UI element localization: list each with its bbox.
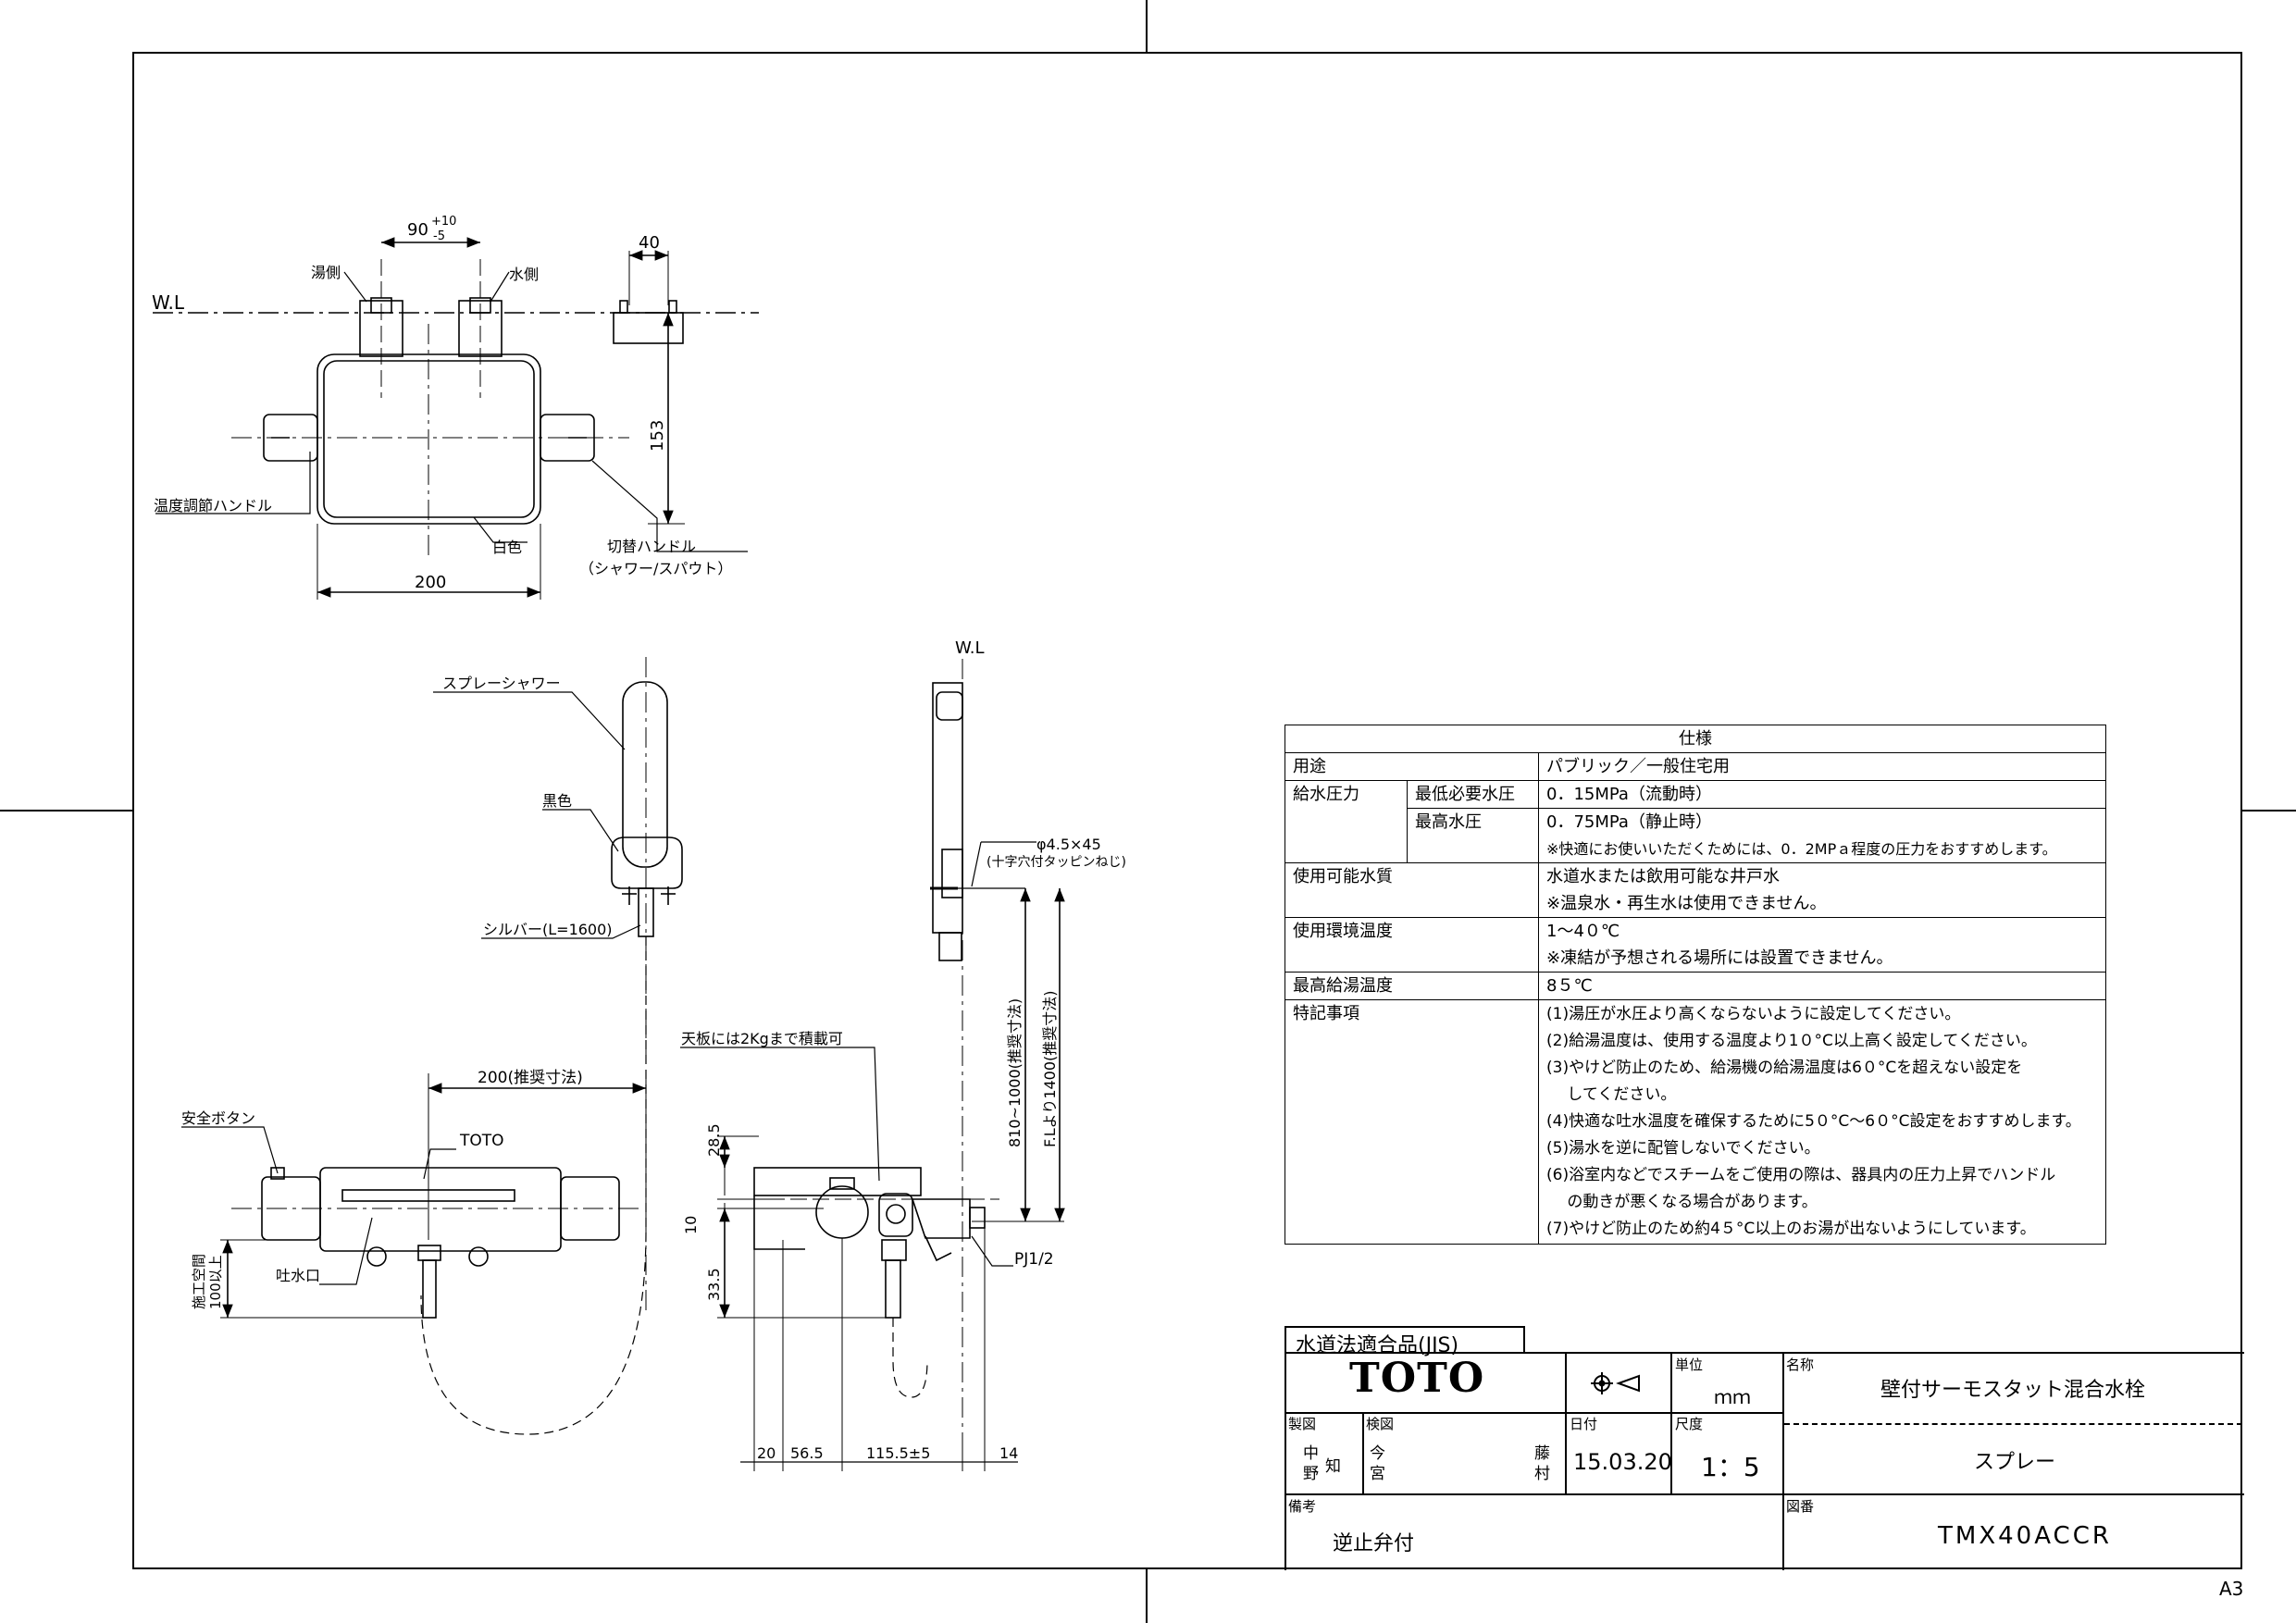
sheet-size: A3 <box>2219 1578 2244 1600</box>
label-wl-top: W.L <box>152 291 185 314</box>
spec-note-line: (3)やけど防止のため、給湯機の給湯温度は6０°Cを超えない設定を <box>1546 1059 2023 1077</box>
jis-label-box: 水道法適合品(JIS) <box>1285 1326 1525 1357</box>
drawing-no-value: TMX40ACCR <box>1938 1522 2112 1550</box>
spec-pressure-note: ※快適にお使いいただくためには、0．2MPａ程度の圧力をおすすめします。 <box>1538 836 2106 863</box>
drawing-frame <box>132 52 2242 1569</box>
drawn-label: 製図 <box>1288 1416 1317 1432</box>
label-wl-side: W.L <box>955 638 984 658</box>
label-switch-handle-sub: （シャワー/スパウト） <box>579 560 732 577</box>
scale-value: 1：5 <box>1701 1452 1760 1482</box>
name-label: 名称 <box>1786 1357 1815 1373</box>
checked-label: 検図 <box>1366 1416 1395 1432</box>
dim-28-5: 28.5 <box>705 1123 723 1157</box>
dim-pitch-tol-plus: +10 <box>431 215 456 229</box>
spec-pressure-min-value: 0．15MPa（流動時） <box>1538 780 2106 809</box>
label-spout: 吐水口 <box>276 1267 320 1284</box>
dim-height-range: 810~1000(推奨寸法) <box>1006 998 1024 1147</box>
dim-recommended-200: 200(推奨寸法) <box>478 1069 583 1087</box>
dim-floor-level: F.Lより1400(推奨寸法) <box>1041 990 1059 1147</box>
projection-symbol-icon <box>1587 1369 1643 1401</box>
label-cold-side: 水側 <box>509 266 539 283</box>
remarks-label: 備考 <box>1288 1498 1317 1515</box>
label-clearance-2: 100以上 <box>207 1255 224 1309</box>
technical-drawing: 90 +10 -5 湯側 水側 W.L 40 153 温度調節ハンドル 白色 切… <box>152 215 1126 1471</box>
spec-env-value: 1～4０℃ <box>1538 917 2106 945</box>
spec-max-hot-label: 最高給湯温度 <box>1285 972 1539 1000</box>
label-temp-handle: 温度調節ハンドル <box>154 497 272 514</box>
spec-notes: (1)湯圧が水圧より高くならないように設定してください。 (2)給湯温度は、使用… <box>1538 999 2106 1245</box>
name-value: 壁付サーモスタット混合水栓 <box>1880 1379 2146 1402</box>
dim-10: 10 <box>682 1216 700 1234</box>
dim-115-5: 115.5±5 <box>866 1444 930 1462</box>
spec-pressure-min-label: 最低必要水圧 <box>1407 780 1539 809</box>
spec-note-line: (2)給湯温度は、使用する温度より1０°C以上高く設定してください。 <box>1546 1032 2037 1050</box>
spec-note-line: (4)快適な吐水温度を確保するために5０°C～6０°C設定をおすすめします。 <box>1546 1112 2081 1131</box>
dim-33-5: 33.5 <box>705 1268 723 1301</box>
dim-14: 14 <box>999 1444 1018 1462</box>
top-view <box>153 237 759 600</box>
spec-pressure-max-label: 最高水圧 <box>1407 808 1539 836</box>
dim-pitch: 90 <box>407 220 428 240</box>
label-hot-side: 湯側 <box>311 264 341 281</box>
spec-env-label: 使用環境温度 <box>1285 917 1539 973</box>
spec-env-note: ※凍結が予想される場所には設置できません。 <box>1538 945 2106 973</box>
label-spray-shower: スプレーシャワー <box>442 675 561 692</box>
spec-pressure-label: 給水圧力 <box>1285 780 1408 863</box>
spec-pressure-max-value: 0．75MPa（静止時） <box>1538 808 2106 836</box>
label-clearance-1: 施工空間 <box>191 1254 207 1309</box>
spec-note-line: (6)浴室内などでスチームをご使用の際は、器具内の圧力上昇でハンドル <box>1546 1166 2056 1184</box>
spec-water-label: 使用可能水質 <box>1285 862 1539 918</box>
dim-56-5: 56.5 <box>790 1444 824 1462</box>
spec-note-line: (1)湯圧が水圧より高くならないように設定してください。 <box>1546 1005 1961 1023</box>
unit-label: 単位 <box>1675 1357 1704 1373</box>
dim-20: 20 <box>757 1444 776 1462</box>
side-view <box>680 659 1065 1471</box>
spec-water-value: 水道水または飲用可能な井戸水 <box>1538 862 2106 890</box>
spec-note-line: (5)湯水を逆に配管しないでください。 <box>1546 1139 1820 1158</box>
checked-value: 今宮 <box>1370 1444 1385 1483</box>
unit-value: ｍｍ <box>1714 1386 1751 1408</box>
dim-screw: φ4.5×45 <box>1036 836 1101 853</box>
spec-note-line: してください。 <box>1546 1085 1677 1104</box>
spec-use-value: パブリック／一般住宅用 <box>1538 752 2106 781</box>
spec-notes-label: 特記事項 <box>1285 999 1539 1245</box>
spec-table: 仕様 用途 パブリック／一般住宅用 給水圧力 最低必要水圧 0．15MPa（流動… <box>1285 725 2106 1245</box>
spec-note-line: の動きが悪くなる場合があります。 <box>1546 1193 1818 1211</box>
center-mark-top <box>1146 0 1148 52</box>
label-black: 黒色 <box>542 792 572 810</box>
dim-pitch-tol-minus: -5 <box>433 229 445 243</box>
sub-name: スプレー <box>1974 1451 2056 1474</box>
spec-title: 仕様 <box>1285 725 2106 753</box>
date-label: 日付 <box>1570 1416 1598 1432</box>
checked-value2: 藤村 <box>1534 1444 1550 1483</box>
dim-width: 200 <box>415 573 446 592</box>
spec-max-hot-value: 8５℃ <box>1538 972 2106 1000</box>
front-view <box>181 657 683 1435</box>
dim-screw-sub: (十字穴付タッピンねじ) <box>987 855 1126 870</box>
dim-depth: 40 <box>639 233 660 253</box>
label-white: 白色 <box>492 539 522 556</box>
label-toto-front: TOTO <box>459 1132 504 1150</box>
label-safety-button: 安全ボタン <box>181 1109 255 1127</box>
label-silver: シルバー(L=1600) <box>483 921 613 938</box>
spec-note-line: (7)やけど防止のため約4５°C以上のお湯が出ないようにしています。 <box>1546 1220 2036 1238</box>
spec-water-note: ※温泉水・再生水は使用できません。 <box>1538 890 2106 918</box>
label-top-plate: 天板には2Kgまで積載可 <box>681 1030 843 1047</box>
brand-logo: TOTO <box>1349 1355 1485 1402</box>
drawn-value: 中野 <box>1303 1444 1319 1483</box>
drawing-no-label: 図番 <box>1786 1498 1815 1515</box>
date-value: 15.03.20 <box>1573 1449 1672 1475</box>
dim-height: 153 <box>648 420 667 452</box>
center-mark-right <box>2242 810 2296 812</box>
center-mark-bottom <box>1146 1569 1148 1623</box>
title-block <box>1285 1352 2244 1570</box>
spec-use-label: 用途 <box>1285 752 1539 781</box>
remarks-value: 逆止弁付 <box>1333 1532 1415 1555</box>
scale-label: 尺度 <box>1675 1416 1704 1432</box>
label-pj: PJ1/2 <box>1014 1250 1054 1269</box>
drawn-value2: 知 <box>1325 1457 1341 1476</box>
center-mark-left <box>0 810 132 812</box>
label-switch-handle: 切替ハンドル <box>607 538 696 555</box>
